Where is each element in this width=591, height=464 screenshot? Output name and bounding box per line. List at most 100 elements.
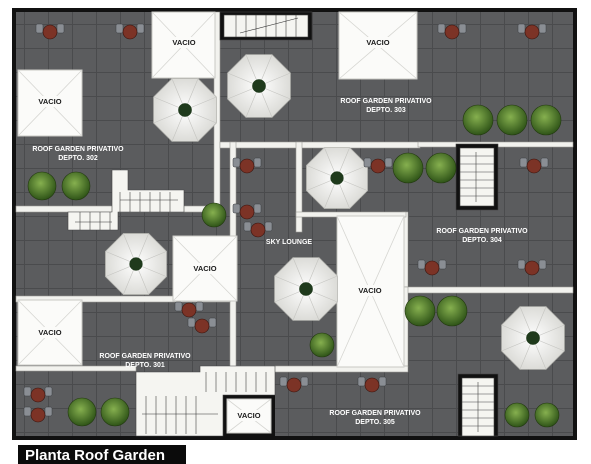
table bbox=[239, 204, 255, 220]
plant bbox=[201, 202, 227, 228]
void-label: VACIO bbox=[38, 97, 61, 106]
void-label: VACIO bbox=[172, 38, 195, 47]
chair bbox=[458, 23, 467, 34]
wall bbox=[219, 141, 421, 149]
plant bbox=[534, 402, 560, 428]
void-1: VACIO bbox=[151, 11, 216, 79]
umbrella bbox=[227, 54, 291, 118]
table bbox=[526, 158, 542, 174]
table bbox=[30, 407, 46, 423]
stair-bottom bbox=[135, 365, 276, 437]
plant bbox=[530, 104, 562, 136]
void-2: VACIO bbox=[338, 11, 418, 80]
chair bbox=[232, 203, 241, 214]
umbrella bbox=[274, 257, 338, 321]
chair bbox=[115, 23, 124, 34]
void-label: VACIO bbox=[358, 286, 381, 295]
chair bbox=[44, 386, 53, 397]
chair bbox=[540, 157, 549, 168]
chair bbox=[174, 301, 183, 312]
plant bbox=[392, 152, 424, 184]
plant bbox=[462, 104, 494, 136]
area-label-302-depto: DEPTO. 302 bbox=[58, 155, 98, 162]
area-label-303-depto: DEPTO. 303 bbox=[366, 107, 406, 114]
chair bbox=[243, 221, 252, 232]
chair bbox=[517, 23, 526, 34]
table bbox=[524, 260, 540, 276]
chair bbox=[384, 157, 393, 168]
plant bbox=[309, 332, 335, 358]
wall bbox=[401, 286, 574, 294]
plant bbox=[425, 152, 457, 184]
chair bbox=[208, 317, 217, 328]
chair bbox=[44, 406, 53, 417]
chair bbox=[438, 259, 447, 270]
chair bbox=[136, 23, 145, 34]
void-6: VACIO bbox=[17, 299, 83, 366]
stair-left bbox=[67, 169, 185, 231]
chair bbox=[195, 301, 204, 312]
table bbox=[194, 318, 210, 334]
table bbox=[444, 24, 460, 40]
chair bbox=[357, 376, 366, 387]
plant bbox=[61, 171, 91, 201]
plan-caption: Planta Roof Garden bbox=[25, 447, 166, 464]
table bbox=[122, 24, 138, 40]
stair-top bbox=[219, 11, 313, 41]
area-label-301-depto: DEPTO. 301 bbox=[125, 362, 165, 369]
void-label: VACIO bbox=[237, 411, 260, 420]
furniture-layer bbox=[23, 23, 565, 428]
area-label-304-title: ROOF GARDEN PRIVATIVO bbox=[436, 228, 528, 235]
plant bbox=[496, 104, 528, 136]
void-label: VACIO bbox=[366, 38, 389, 47]
chair bbox=[538, 23, 547, 34]
plant bbox=[436, 295, 468, 327]
table bbox=[181, 302, 197, 318]
chair bbox=[300, 376, 309, 387]
stair-304 bbox=[455, 143, 499, 211]
plant bbox=[504, 402, 530, 428]
void-label: VACIO bbox=[193, 264, 216, 273]
chair bbox=[279, 376, 288, 387]
chair bbox=[23, 406, 32, 417]
table bbox=[30, 387, 46, 403]
plant bbox=[67, 397, 97, 427]
table bbox=[524, 24, 540, 40]
chair bbox=[187, 317, 196, 328]
umbrella bbox=[501, 306, 565, 370]
stair-305 bbox=[457, 373, 499, 437]
chair bbox=[253, 203, 262, 214]
chair bbox=[264, 221, 273, 232]
table bbox=[42, 24, 58, 40]
area-label-304-depto: DEPTO. 304 bbox=[462, 237, 502, 244]
void-3: VACIO bbox=[17, 69, 83, 137]
void-4: VACIO bbox=[172, 235, 238, 302]
void-label: VACIO bbox=[38, 328, 61, 337]
area-label-301-title: ROOF GARDEN PRIVATIVO bbox=[99, 353, 191, 360]
chair bbox=[232, 157, 241, 168]
area-label-sky-lounge: SKY LOUNGE bbox=[266, 239, 312, 246]
area-label-305-depto: DEPTO. 305 bbox=[355, 419, 395, 426]
wall bbox=[15, 365, 137, 372]
chair bbox=[519, 157, 528, 168]
plant bbox=[100, 397, 130, 427]
area-label-303-title: ROOF GARDEN PRIVATIVO bbox=[340, 98, 432, 105]
chair bbox=[417, 259, 426, 270]
table bbox=[239, 158, 255, 174]
umbrella bbox=[306, 147, 368, 209]
void-label-bg bbox=[166, 37, 202, 48]
table bbox=[370, 158, 386, 174]
chair bbox=[538, 259, 547, 270]
umbrella bbox=[105, 233, 167, 295]
chair bbox=[437, 23, 446, 34]
chair bbox=[56, 23, 65, 34]
table bbox=[250, 222, 266, 238]
wall bbox=[295, 141, 303, 233]
void-5: VACIO bbox=[336, 215, 405, 368]
table bbox=[424, 260, 440, 276]
chair bbox=[35, 23, 44, 34]
table bbox=[286, 377, 302, 393]
plant bbox=[404, 295, 436, 327]
caption-bar bbox=[18, 445, 186, 464]
